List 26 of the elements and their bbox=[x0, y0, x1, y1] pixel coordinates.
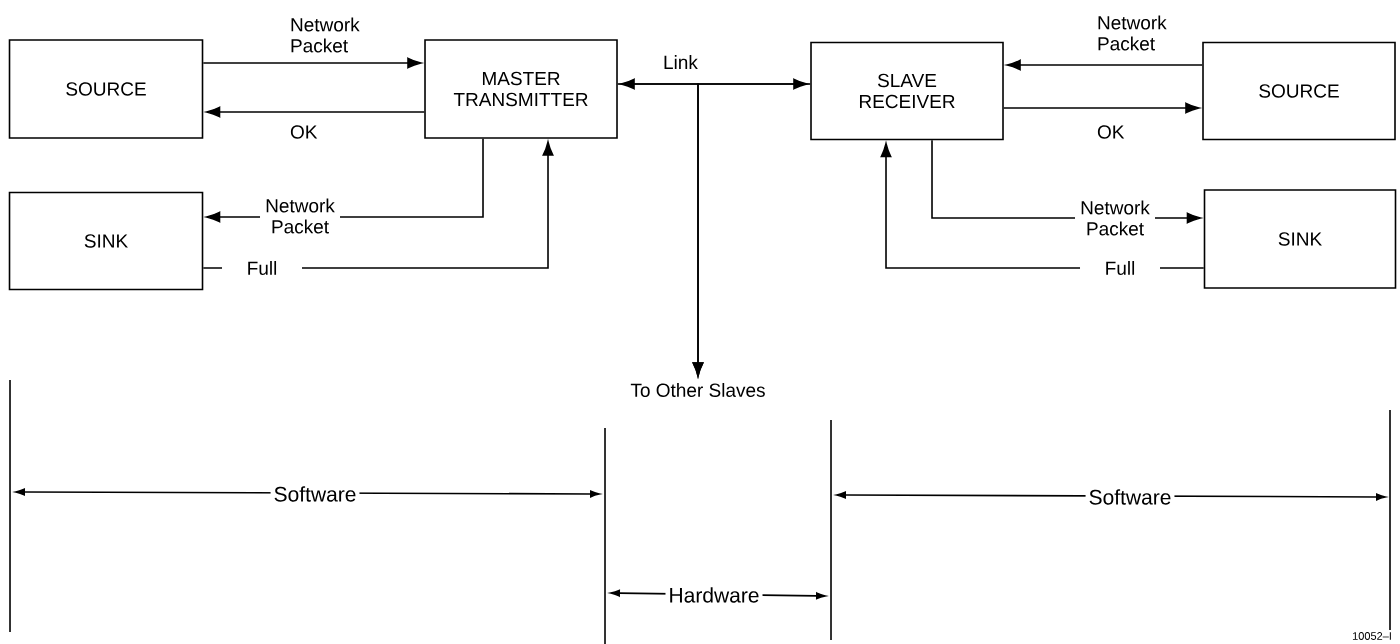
edge-label: Network Packet bbox=[260, 196, 340, 236]
edge-label: Network Packet bbox=[1098, 15, 1167, 51]
arrow bbox=[206, 106, 425, 118]
block-box: SINK bbox=[8, 191, 204, 291]
dimension-label: Hardware bbox=[665, 584, 763, 606]
edge-label: Full bbox=[222, 259, 302, 277]
dimension-label: Software bbox=[1085, 486, 1175, 508]
block-box: SOURCE bbox=[8, 39, 204, 139]
block-box: SOURCE bbox=[1202, 41, 1396, 141]
edge-label: OK bbox=[1097, 125, 1125, 139]
block-box: SLAVE RECEIVER bbox=[810, 41, 1004, 141]
edge-label: Network Packet bbox=[291, 17, 360, 53]
dimension-label: Software bbox=[270, 483, 360, 505]
arrow bbox=[1006, 59, 1203, 71]
edge-label: Network Packet bbox=[1075, 198, 1155, 238]
edge-label: Link bbox=[664, 55, 698, 69]
figure-number: 10052–I bbox=[1352, 632, 1391, 640]
arrow bbox=[1003, 102, 1200, 114]
arrow bbox=[692, 83, 811, 377]
edge-label: OK bbox=[290, 125, 318, 139]
block-box: MASTER TRANSMITTER bbox=[424, 39, 618, 139]
edge-label: Full bbox=[1080, 259, 1160, 277]
arrow bbox=[620, 78, 808, 90]
arrow bbox=[202, 57, 422, 69]
block-box: SINK bbox=[1203, 189, 1397, 289]
destination-label: To Other Slaves bbox=[630, 383, 765, 397]
